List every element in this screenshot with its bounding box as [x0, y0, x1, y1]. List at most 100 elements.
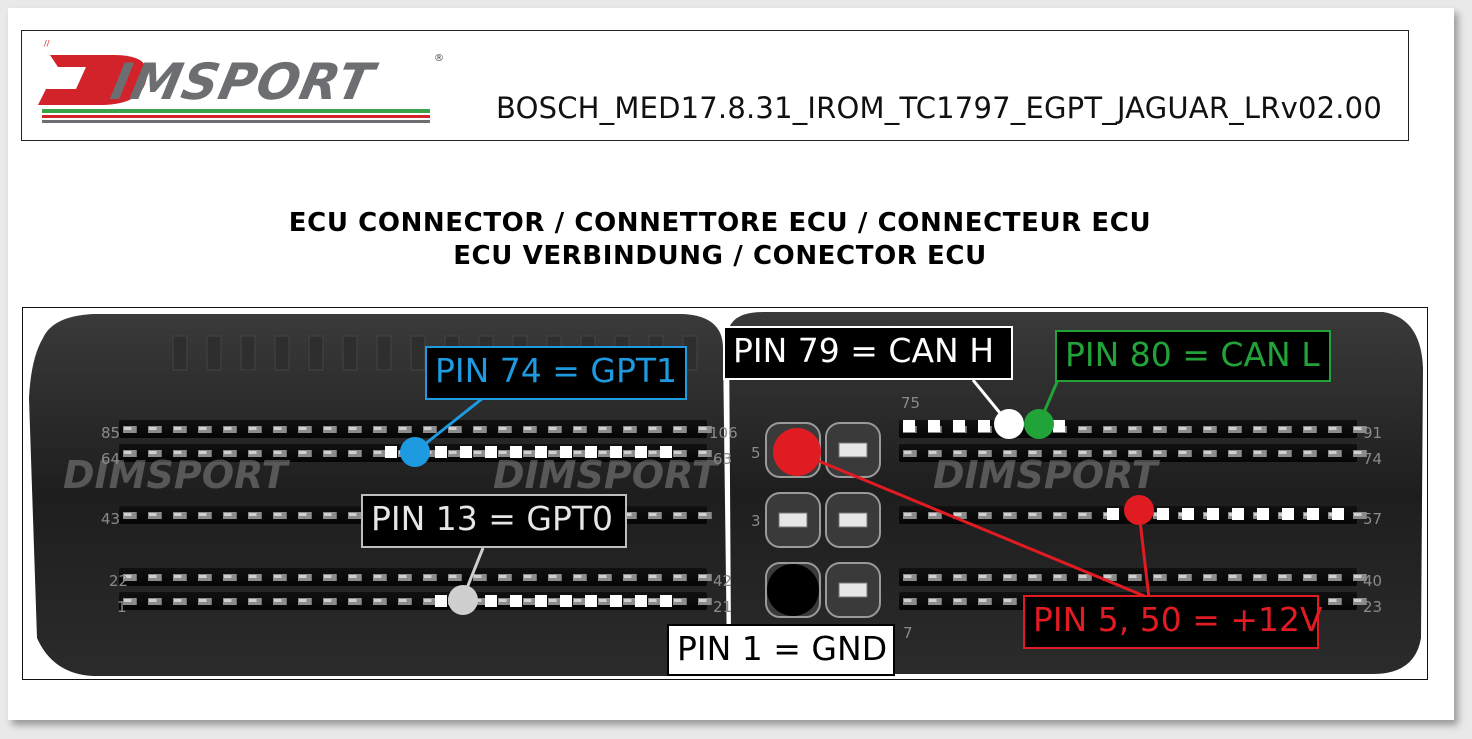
left-row-64-terminal-shine: [249, 451, 257, 454]
right-row-74-terminal-shine: [1204, 451, 1212, 454]
highlighted-pin: [585, 446, 597, 458]
right-row-57-terminal-shine: [1004, 513, 1012, 516]
right-row-74-terminal-shine: [1279, 451, 1287, 454]
right-row-23-terminal-shine: [929, 599, 937, 602]
left-row-22-terminal-shine: [324, 575, 332, 578]
right-row-57-terminal-shine: [1029, 513, 1037, 516]
left-row-1-terminal-shine: [574, 599, 582, 602]
right-row-74-terminal-shine: [1354, 451, 1362, 454]
left-row-64-terminal-shine: [549, 451, 557, 454]
highlighted-pin: [385, 446, 397, 458]
left-row-85-terminal-shine: [524, 427, 532, 430]
right-row-74-terminal-shine: [1229, 451, 1237, 454]
pin-number: 1: [117, 598, 127, 616]
left-row-85-terminal-shine: [249, 427, 257, 430]
left-row-43-terminal-shine: [674, 513, 682, 516]
left-row-1-terminal-shine: [249, 599, 257, 602]
logo-registered-mark: ®: [434, 53, 444, 64]
left-row-64-terminal-shine: [199, 451, 207, 454]
right-row-23-terminal-shine: [904, 599, 912, 602]
center-pin-terminal: [838, 582, 868, 598]
highlighted-pin: [1107, 508, 1119, 520]
right-row-74-terminal-shine: [1329, 451, 1337, 454]
pin-number: 42: [713, 572, 732, 590]
left-row-22-terminal-shine: [424, 575, 432, 578]
left-row-85-terminal-shine: [324, 427, 332, 430]
left-row-85-terminal-shine: [399, 427, 407, 430]
left-row-1-terminal-shine: [649, 599, 657, 602]
highlighted-pin: [535, 446, 547, 458]
dot-pin-13: [448, 585, 478, 615]
pin-number: 63: [713, 450, 732, 468]
left-row-43-terminal-shine: [199, 513, 207, 516]
right-row-23-terminal-shine: [954, 599, 962, 602]
left-row-43-terminal-shine: [174, 513, 182, 516]
right-row-74-terminal-shine: [904, 451, 912, 454]
pin-label-gpt0: PIN 13 = GPT0: [361, 494, 627, 548]
right-row-91-terminal-shine: [1254, 427, 1262, 430]
right-row-23-terminal-shine: [1354, 599, 1362, 602]
highlighted-pin: [585, 595, 597, 607]
right-row-40-terminal-shine: [929, 575, 937, 578]
dot-pin-1: [767, 564, 819, 616]
right-row-91-terminal-shine: [1129, 427, 1137, 430]
highlighted-pin: [510, 595, 522, 607]
left-row-85-terminal-shine: [224, 427, 232, 430]
left-top-tab: [172, 335, 188, 371]
left-row-43-terminal-shine: [324, 513, 332, 516]
right-row-23-terminal-shine: [1004, 599, 1012, 602]
pin-label-gpt1: PIN 74 = GPT1: [425, 346, 687, 400]
left-row-22-terminal-shine: [624, 575, 632, 578]
pin-number: 23: [1363, 598, 1382, 616]
highlighted-pin: [510, 446, 522, 458]
header-box: IMSPORT ® // BOSCH_MED17.8.31_IROM_TC179…: [21, 30, 1409, 141]
left-row-22-terminal-shine: [699, 575, 707, 578]
left-row-64-terminal-shine: [499, 451, 507, 454]
left-row-64-terminal-shine: [574, 451, 582, 454]
left-row-1-terminal-shine: [524, 599, 532, 602]
right-row-40-terminal-shine: [1329, 575, 1337, 578]
pin-number: 85: [101, 424, 120, 442]
left-row-85-terminal-shine: [124, 427, 132, 430]
pin-label-can-l: PIN 80 = CAN L: [1055, 330, 1331, 382]
center-pin-terminal: [838, 512, 868, 528]
left-row-85-terminal-shine: [574, 427, 582, 430]
left-row-22-terminal-shine: [149, 575, 157, 578]
logo-brand-text: IMSPORT: [106, 53, 382, 111]
pin-number: 43: [101, 510, 120, 528]
left-row-64-terminal-shine: [374, 451, 382, 454]
left-top-tab: [240, 335, 256, 371]
pin-number: 3: [751, 512, 761, 530]
left-row-22-terminal-shine: [124, 575, 132, 578]
right-row-40-terminal-shine: [1079, 575, 1087, 578]
left-row-64-terminal-shine: [674, 451, 682, 454]
leader-line-pin5: [796, 450, 1150, 600]
left-top-tab: [342, 335, 358, 371]
right-row-74-terminal-shine: [1029, 451, 1037, 454]
pin-number: 22: [109, 572, 128, 590]
left-row-85-terminal-shine: [349, 427, 357, 430]
right-row-40-terminal-shine: [1279, 575, 1287, 578]
highlighted-pin: [1053, 420, 1065, 432]
highlighted-pin: [635, 595, 647, 607]
right-row-74-terminal-shine: [1079, 451, 1087, 454]
left-row-43-terminal-shine: [274, 513, 282, 516]
left-row-22-terminal-shine: [349, 575, 357, 578]
left-top-tab: [376, 335, 392, 371]
left-row-22-terminal-shine: [199, 575, 207, 578]
left-row-1-terminal-shine: [699, 599, 707, 602]
left-row-85-slot: [119, 420, 707, 438]
pin-number: 74: [1363, 450, 1382, 468]
svg-text://: //: [44, 39, 50, 48]
left-row-22-terminal-shine: [374, 575, 382, 578]
left-row-85-terminal-shine: [274, 427, 282, 430]
highlighted-pin: [485, 446, 497, 458]
right-row-40-terminal-shine: [1179, 575, 1187, 578]
highlighted-pin: [660, 446, 672, 458]
leader-line-pin50: [1137, 511, 1151, 599]
highlighted-pin: [435, 446, 447, 458]
right-row-40-terminal-shine: [1129, 575, 1137, 578]
heading-line-2: ECU VERBINDUNG / CONECTOR ECU: [453, 241, 987, 271]
left-row-85-terminal-shine: [199, 427, 207, 430]
